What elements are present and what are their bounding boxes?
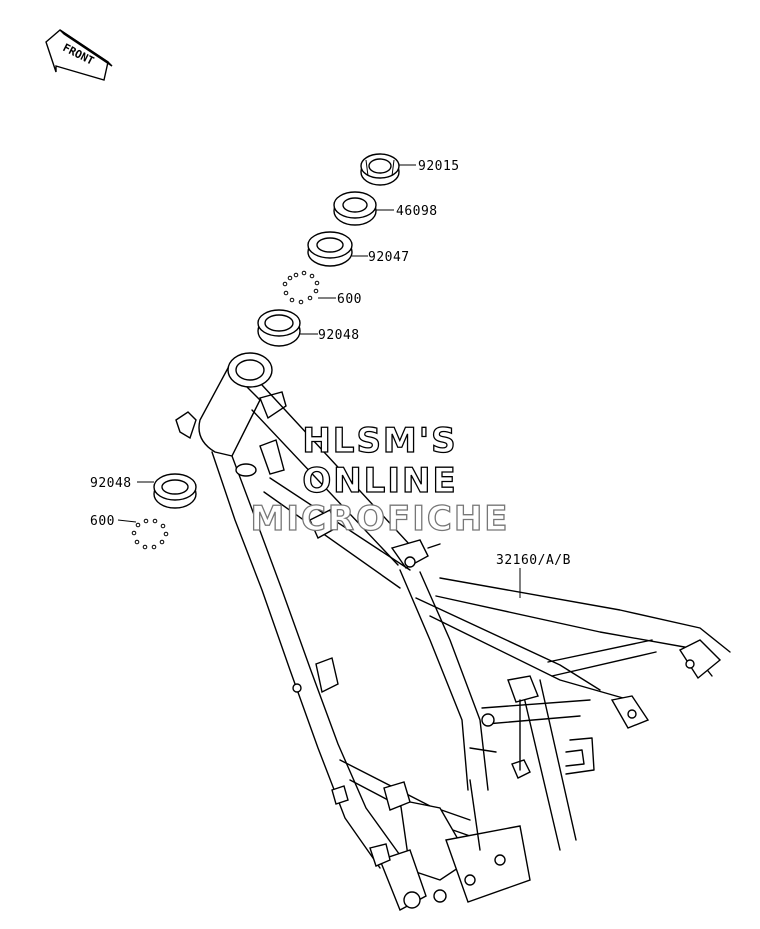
label-600-upper: 600 [337,292,362,307]
part-92048-race-lower[interactable] [153,473,197,509]
watermark-line3: MICROFICHE [250,499,509,539]
watermark: HLSM'S ONLINE MICROFICHE [250,420,509,539]
frame-32160[interactable] [175,352,731,911]
label-32160-frame: 32160/A/B [496,553,571,568]
part-92015-nut[interactable] [360,153,400,186]
watermark-line2: ONLINE [302,461,457,501]
watermark-line1: HLSM'S [302,421,457,461]
label-92047: 92047 [368,250,410,265]
label-600-lower: 600 [90,514,115,529]
label-92048-upper: 92048 [318,328,360,343]
label-92015: 92015 [418,159,460,174]
part-600-steel-ball-upper[interactable] [282,270,320,305]
label-92048-lower: 92048 [90,476,132,491]
part-92047-seal[interactable] [307,231,353,267]
part-600-steel-ball-lower[interactable] [131,518,169,550]
label-46098: 46098 [396,204,438,219]
part-46098-locknut[interactable] [333,191,377,226]
front-arrow-icon: FRONT [45,29,113,81]
part-92048-race-upper[interactable] [257,309,301,347]
